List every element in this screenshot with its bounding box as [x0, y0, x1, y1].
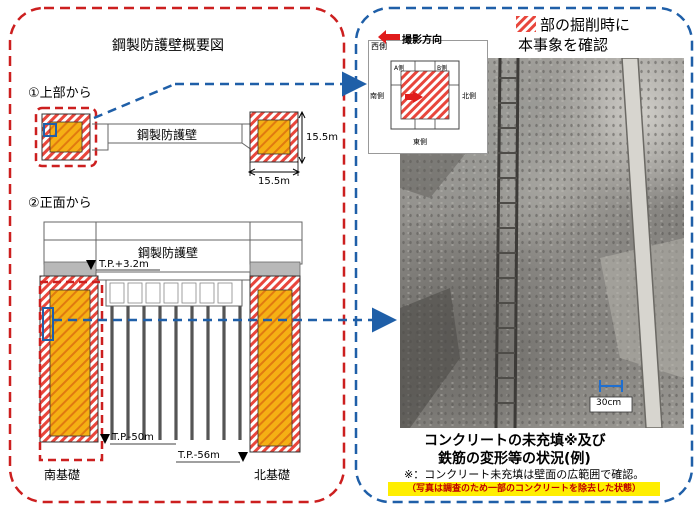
hatch-legend-icon	[516, 16, 536, 32]
section1-label: ①上部から	[28, 86, 92, 101]
left-panel-border	[8, 6, 346, 504]
scale-label: 30cm	[596, 398, 622, 408]
direction-label: 撮影方向	[402, 35, 442, 46]
front-focus-box	[38, 280, 104, 462]
direction-arrow-icon	[378, 30, 400, 44]
photo-note-banner: （写真は調査のため一部のコンクリートを除去した状態）	[388, 482, 660, 496]
front-south-core	[49, 289, 91, 437]
front-wall-label: 鋼製防護壁	[138, 246, 199, 260]
plan-marker-square	[43, 123, 57, 137]
inset-west-label: 西側	[371, 42, 387, 51]
dim-horizontal-label: 15.5m	[258, 176, 291, 187]
legend-text-line2: 本事象を確認	[518, 36, 609, 54]
connector-arrows	[53, 71, 397, 333]
tp-top-label: T.P.+3.2m	[99, 259, 149, 270]
plan-wall	[107, 123, 243, 144]
left-panel-title: 鋼製防護壁概要図	[112, 38, 224, 54]
inset-b-label: B側	[437, 65, 448, 72]
right-panel-border	[354, 6, 694, 504]
inset-east-label: 東側	[413, 138, 427, 146]
caption-line2: 鉄筋の変形等の状況(例)	[438, 451, 591, 467]
front-marker-rect	[42, 307, 54, 341]
section2-label: ②正面から	[28, 196, 92, 211]
south-foundation-label: 南基礎	[44, 468, 81, 482]
inset-north-label: 北側	[462, 92, 476, 100]
front-north-core	[257, 289, 293, 447]
inset-south-label: 南側	[370, 92, 384, 100]
legend-text-line1: 部の掘削時に	[540, 16, 631, 34]
plan-north-core	[257, 119, 291, 155]
tp-bottom-label: T.P.-56m	[178, 450, 220, 461]
tp-mid-label: T.P.-50m	[112, 432, 154, 443]
dim-vertical-label: 15.5m	[306, 132, 339, 143]
front-view	[38, 221, 303, 463]
caption-line1: コンクリートの未充填※及び	[424, 433, 606, 449]
plan-wall-label: 鋼製防護壁	[137, 128, 198, 142]
north-foundation-label: 北基礎	[254, 468, 291, 482]
inset-a-label: A側	[394, 65, 405, 72]
direction-inset: 西側 南側 北側 東側 A側 B側	[368, 40, 488, 154]
plan-view	[34, 106, 306, 176]
caption-note: ※：コンクリート未充填は壁面の広範囲で確認。	[404, 468, 645, 481]
plan-focus-box	[34, 106, 98, 168]
